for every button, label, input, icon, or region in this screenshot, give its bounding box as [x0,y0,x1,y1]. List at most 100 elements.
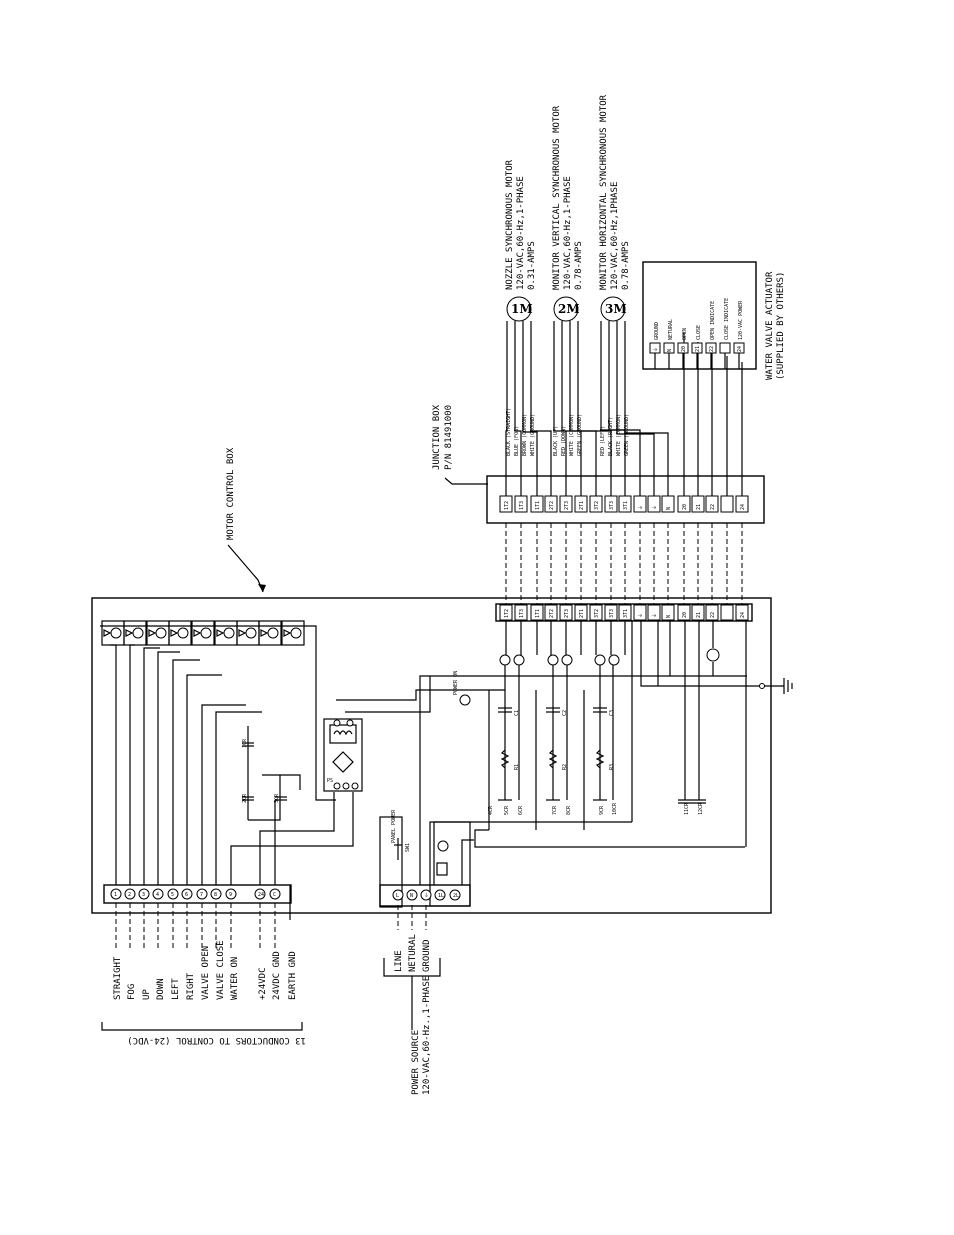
diode-icon [148,629,157,637]
relay-label: 11CR [684,802,690,815]
control-conductor-label: VALVE CLOSE [216,940,226,1000]
junction-box-part-number: P/N 81491000 [444,405,454,470]
valve-terminal-id: 22 [709,346,715,352]
motor-2M-label: 2M [558,302,580,316]
motor-control-box-label: MOTOR CONTROL BOX [226,447,266,593]
relay-label: 8CR [566,805,572,815]
relay-label: 4CR [488,805,494,815]
diode-icon [283,629,292,637]
mcb-terminal [618,604,632,621]
control-terminal-number: 9 [229,892,232,898]
control-conductor-label: WATER ON [230,957,240,1000]
mcb-terminal [735,604,749,621]
control-conductor-label: DOWN [156,978,166,1000]
control-terminal [181,888,193,900]
motor-wire-label: RED (LEFT) [600,426,606,456]
mcb-terminal [589,604,603,621]
power-terminal [420,889,432,901]
ps-terminal [333,782,341,790]
ps-terminal [351,782,359,790]
valve-terminal-id: N [667,349,673,352]
mcb-terminal-label: 1T2 [504,609,510,618]
jb-motor-link [616,356,655,460]
control-terminal-number: 1 [114,892,117,898]
jb-motor-link [553,356,567,460]
power-source-label: POWER SOURCE [411,1030,421,1095]
relay-label: 3CR [274,793,280,803]
power-terminal-label: L [396,893,399,899]
power-line-label: NETURAL [408,934,418,972]
motor-wire-label: GREEN (GROUND) [577,414,583,456]
input-relays [101,620,305,646]
jb-terminal-label: ⏚ [651,505,658,510]
diode-icon [216,629,225,637]
valve-terminal-label: CLOSE [696,325,702,340]
motor-control-box-title: MOTOR CONTROL BOX [226,447,236,540]
relay-label: 9CR [599,805,605,815]
mcb-terminal-label: N [666,615,672,618]
power-terminal-label: 2L [453,893,459,899]
diode-icon [103,629,112,637]
junction-box-title: JUNCTION BOX [432,404,442,470]
jb-terminal-label: 1T2 [504,501,510,510]
jb-motor-link [530,356,552,460]
relay-coil-icon [155,627,167,639]
resistor-label: R2 [562,764,568,770]
mcb-terminal-label: 2T1 [579,609,585,618]
control-conductor-label: LEFT [171,978,181,1000]
relay-label: 12CR [698,802,704,815]
mcb-leader-line [227,544,264,593]
mcb-terminal-label: 3T1 [623,609,629,618]
motor-wire-label: BROWN (COMMON) [522,414,528,456]
power-terminal-strip [379,884,471,907]
capacitor-label: C1 [514,710,520,716]
mcb-terminal-label: 24 [740,612,746,618]
mcb-terminal [691,604,705,621]
ps-terminal [346,719,354,727]
power-terminal [449,889,461,901]
motor-wire-label: BLACK (UP) [553,426,559,456]
motor-terminal [561,654,573,666]
valve-terminal-label: OPEN [682,328,688,340]
mcb-terminal-label: 3T2 [594,609,600,618]
mcb-terminal [559,604,573,621]
relay-coil-icon [200,627,212,639]
control-terminal [110,888,122,900]
mcb-leader-arrow [258,584,266,592]
relay-coil-icon [110,627,122,639]
jb-motor-link [577,356,612,460]
control-terminal [196,888,208,900]
motor-wire-label: WHITE (COMMON) [569,414,575,456]
control-terminal [269,888,281,900]
motor-3M-symbol [600,296,626,322]
input-relay [191,620,215,646]
jb-terminal-label: 2T1 [579,501,585,510]
mcb-terminal [720,604,734,621]
valve-terminal-label: CLOSE INDICATE [724,298,730,340]
valve-terminal-id: 21 [695,346,701,352]
mcb-terminal [574,604,588,621]
mcb-terminal-label: 2T2 [549,609,555,618]
motor-wire-label: BLACK (STRAIGHT) [506,408,512,456]
input-relay [168,620,192,646]
panel-power-switch-frame [379,816,403,908]
power-terminal [406,889,418,901]
jb-terminal-label: N [666,507,672,510]
control-conductor-label: +24VDC [258,967,268,1000]
jb-terminal-label: 1T1 [535,501,541,510]
resistor-zigzag [548,749,558,769]
motor-amps: 0.78-AMPS [574,241,584,290]
control-conductor-label: EARTH GND [288,951,298,1000]
motor-1M-label: 1M [511,302,533,316]
power-terminal [392,889,404,901]
control-terminal [254,888,266,900]
jb-terminal-label: 20 [682,504,688,510]
relay-coil-icon [290,627,302,639]
motor-1M-symbol [506,296,532,322]
control-terminal-number: C [273,892,276,898]
